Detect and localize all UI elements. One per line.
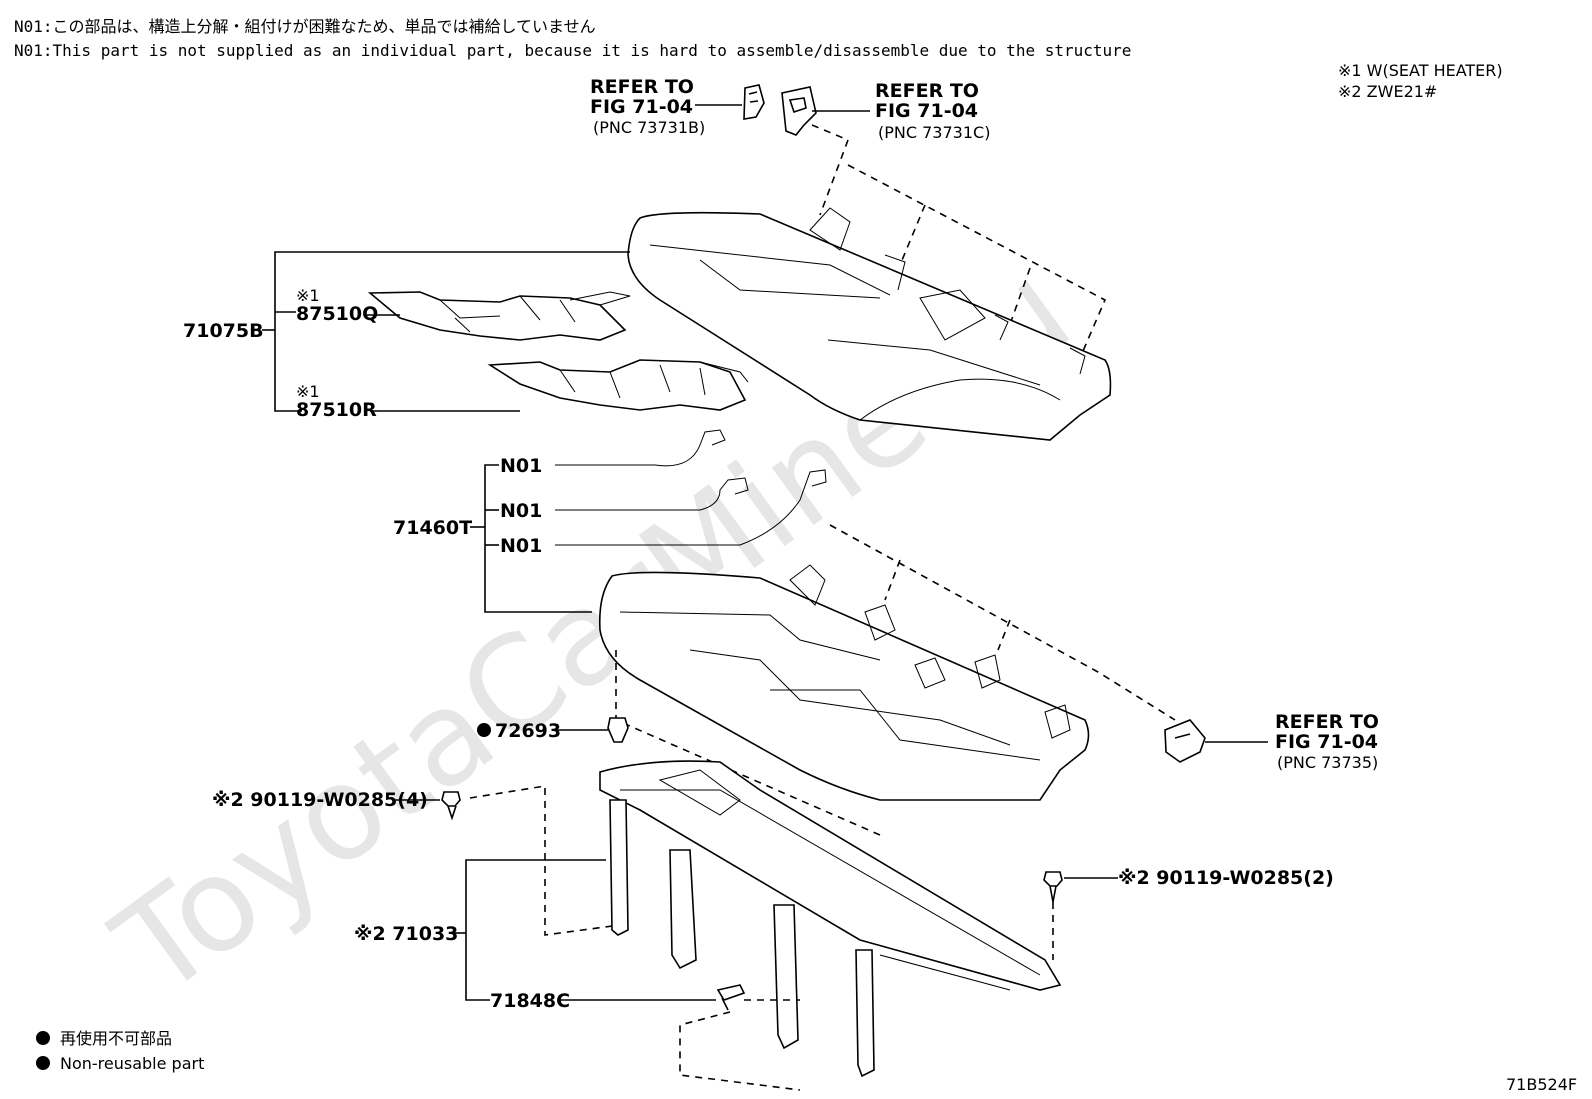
condition-mark-87510q: ※1: [296, 286, 320, 305]
condition-2: ※2 ZWE21#: [1338, 82, 1437, 101]
refer-to-73731b[interactable]: REFER TO FIG 71-04 (PNC 73731B): [590, 76, 705, 137]
condition-1: ※1 W(SEAT HEATER): [1338, 61, 1503, 80]
label-72693[interactable]: 72693: [495, 720, 561, 742]
seat-frame: [599, 760, 1062, 1078]
note-n01-japanese: N01:この部品は、構造上分解・組付けが困難なため、単品では補給していません: [14, 17, 596, 36]
label-71033[interactable]: ※2 71033: [354, 923, 458, 945]
label-90119-w0285-4[interactable]: ※2 90119-W0285(4): [212, 789, 428, 811]
seat-heater-87510q: [367, 291, 631, 341]
wire-harness-1: [555, 429, 726, 467]
label-71848c[interactable]: 71848C: [490, 990, 570, 1012]
svg-text:FIG 71-04: FIG 71-04: [590, 96, 693, 118]
svg-text:FIG 71-04: FIG 71-04: [875, 100, 978, 122]
clip-71848c: [716, 984, 746, 1011]
bolt-right: [1043, 871, 1063, 903]
svg-text:REFER TO: REFER TO: [1275, 711, 1379, 733]
note-n01-english: N01:This part is not supplied as an indi…: [14, 41, 1131, 60]
refer-to-73735[interactable]: REFER TO FIG 71-04 (PNC 73735): [1275, 711, 1379, 772]
seat-cushion-cover: [627, 207, 1112, 441]
label-n01-a[interactable]: N01: [500, 455, 542, 477]
legend-ja: 再使用不可部品: [60, 1029, 172, 1048]
hook-73731b: [743, 84, 765, 120]
legend-dot-ja: [36, 1031, 50, 1045]
bolt-left: [441, 791, 461, 821]
svg-text:(PNC 73731C): (PNC 73731C): [878, 123, 990, 142]
label-71460t[interactable]: 71460T: [393, 517, 472, 539]
seat-heater-87510r: [487, 359, 749, 411]
non-reusable-dot-72693: [477, 723, 491, 737]
svg-text:(PNC 73735): (PNC 73735): [1277, 753, 1378, 772]
condition-mark-87510r: ※1: [296, 382, 320, 401]
label-71075b[interactable]: 71075B: [183, 320, 264, 342]
legend-dot-en: [36, 1056, 50, 1070]
svg-text:FIG 71-04: FIG 71-04: [1275, 731, 1378, 753]
svg-text:(PNC 73731B): (PNC 73731B): [593, 118, 705, 137]
svg-text:REFER TO: REFER TO: [875, 80, 979, 102]
legend-en: Non-reusable part: [60, 1054, 204, 1073]
cover-73735: [1164, 719, 1206, 763]
seat-cushion-pad: [598, 564, 1090, 801]
label-87510r[interactable]: 87510R: [296, 399, 377, 421]
label-90119-w0285-2[interactable]: ※2 90119-W0285(2): [1118, 867, 1334, 889]
refer-to-73731c[interactable]: REFER TO FIG 71-04 (PNC 73731C): [875, 80, 990, 142]
svg-text:REFER TO: REFER TO: [590, 76, 694, 98]
wire-harness-3: [555, 469, 827, 546]
label-n01-b[interactable]: N01: [500, 500, 542, 522]
label-n01-c[interactable]: N01: [500, 535, 542, 557]
clip-72693: [607, 717, 629, 743]
hook-73731c: [781, 86, 817, 136]
figure-id: 71B524F: [1506, 1075, 1577, 1094]
wire-harness-2: [555, 477, 749, 511]
label-87510q[interactable]: 87510Q: [296, 303, 378, 325]
